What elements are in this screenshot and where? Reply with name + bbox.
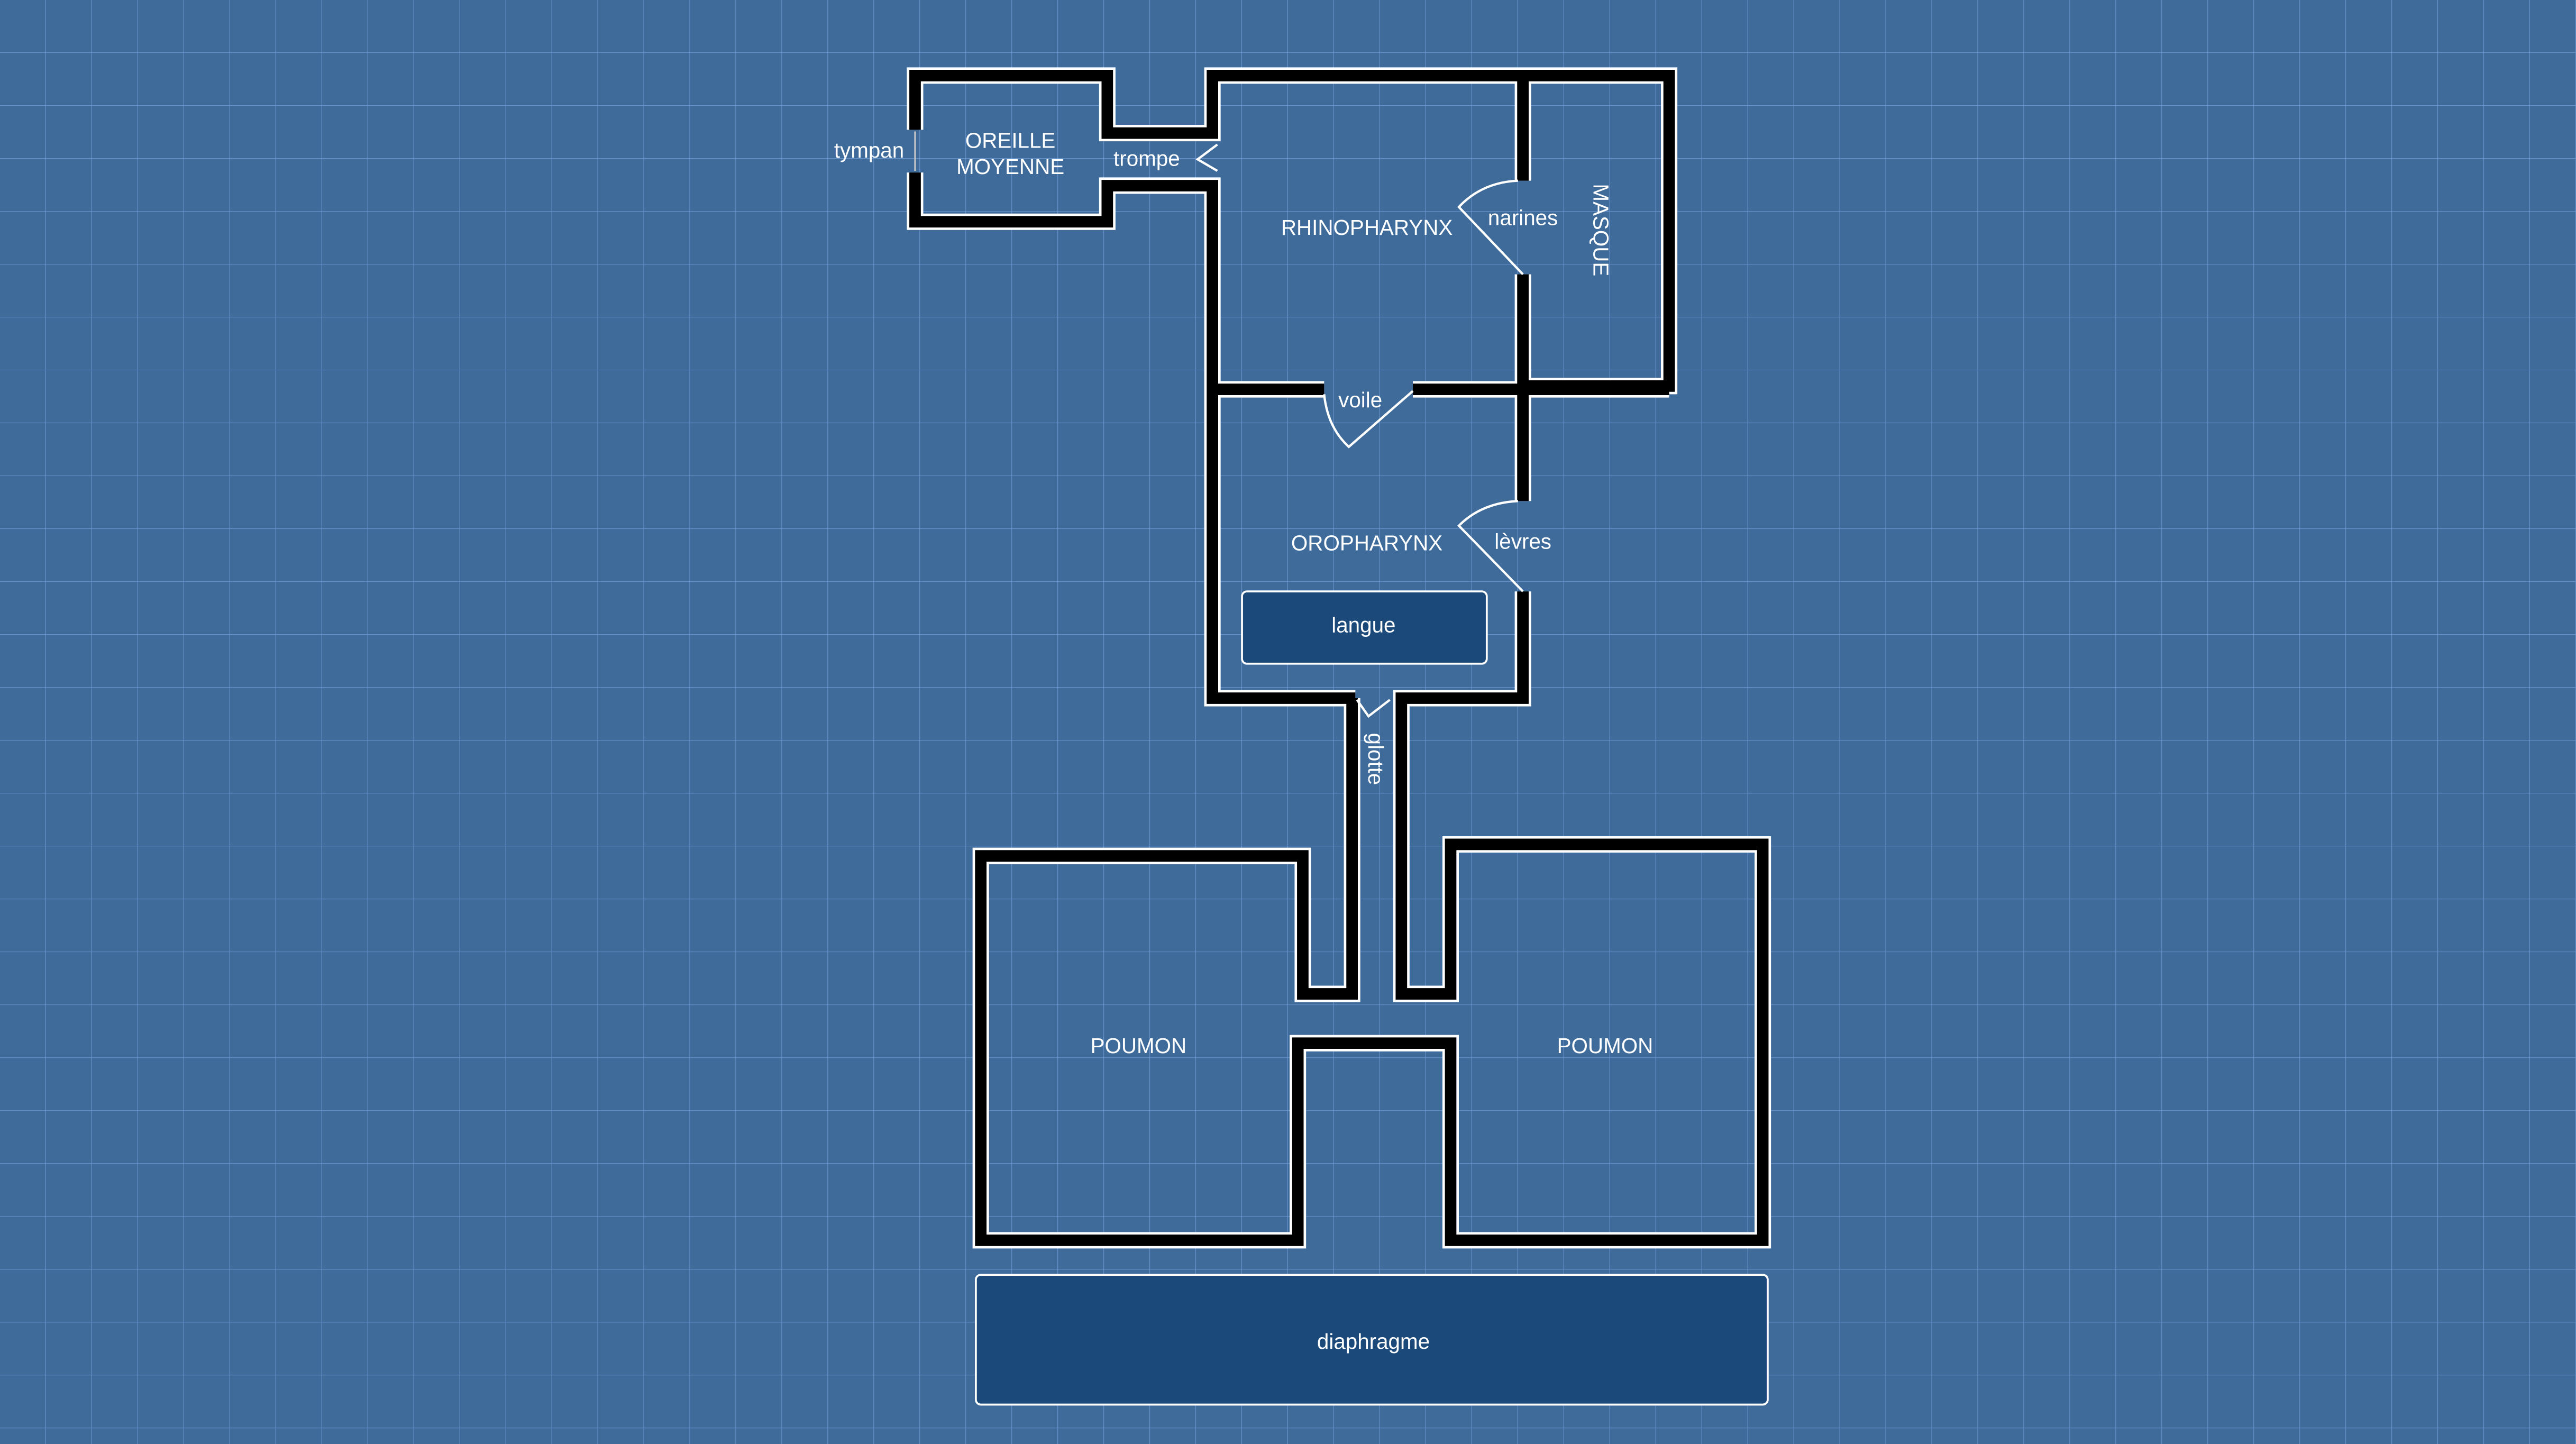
label-narines: narines — [1488, 205, 1558, 230]
levres-door — [1457, 500, 1524, 592]
label-glotte: glotte — [1364, 733, 1388, 785]
label-langue: langue — [1331, 613, 1395, 637]
label-trompe: trompe — [1113, 147, 1180, 171]
voile-door — [1323, 390, 1414, 449]
diaphragme-box — [975, 1274, 1769, 1406]
label-oropharynx: OROPHARYNX — [1291, 531, 1442, 555]
glotte-door — [1356, 699, 1391, 718]
walls — [907, 67, 1771, 1249]
label-voile: voile — [1338, 388, 1382, 412]
label-rhinopharynx: RHINOPHARYNX — [1281, 215, 1453, 240]
narines-door — [1457, 179, 1524, 276]
label-levres: lèvres — [1494, 529, 1551, 553]
label-moyenne: MOYENNE — [956, 154, 1064, 179]
label-masque: MASQUE — [1589, 184, 1613, 276]
label-oreille: OREILLE — [965, 129, 1055, 153]
label-diaphragme: diaphragme — [1317, 1329, 1430, 1354]
label-poumon-right: POUMON — [1557, 1034, 1654, 1058]
label-tympan: tympan — [834, 138, 904, 162]
trompe-door — [1195, 143, 1218, 172]
label-poumon-left: POUMON — [1091, 1034, 1187, 1058]
langue-box — [1241, 590, 1488, 665]
